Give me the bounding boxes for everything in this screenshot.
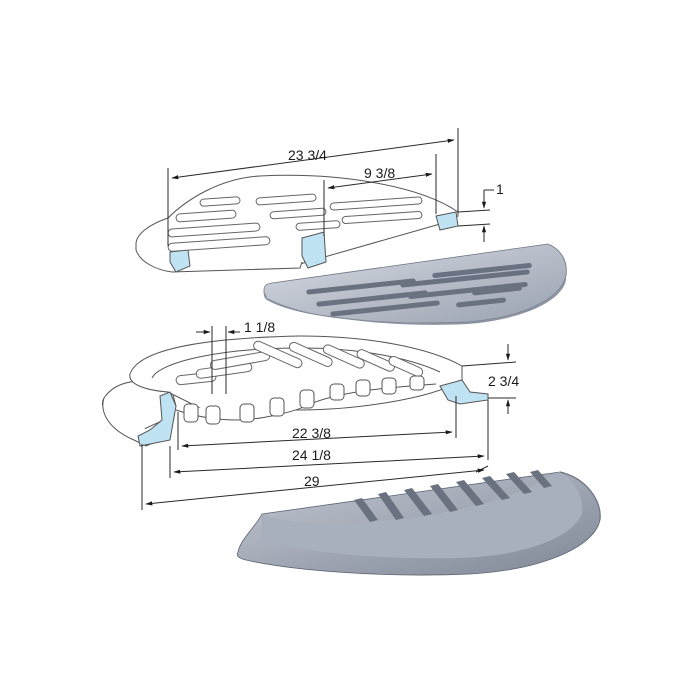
top-grate-section: [135, 174, 459, 273]
top-dim-thickness: 1: [457, 181, 504, 242]
lower-dim-outer: 29: [141, 444, 489, 510]
dim-lower-slot: 1 1/8: [244, 319, 275, 335]
lower-dim-inner: 22 3/8: [177, 396, 457, 450]
lower-dim-height: 2 3/4: [461, 344, 519, 414]
dim-top-overall: 23 3/4: [288, 147, 327, 163]
top-dim-partial: 9 3/8: [323, 154, 437, 236]
lower-section-cut-left: [137, 391, 177, 447]
dim-lower-outer: 29: [304, 473, 320, 489]
dim-lower-middle: 24 1/8: [292, 447, 331, 463]
top-dim-overall: 23 3/4: [167, 128, 459, 246]
lower-frame-rendered: [236, 470, 601, 576]
lower-frame-section: [102, 335, 489, 447]
dim-lower-inner: 22 3/8: [292, 425, 331, 441]
lower-section-cut-right: [439, 379, 489, 405]
top-section-cut-middle: [301, 231, 327, 269]
dim-top-thickness: 1: [496, 181, 504, 197]
lower-frame-slots: [175, 340, 424, 386]
dim-lower-height: 2 3/4: [488, 373, 519, 389]
top-grate-rendered: [263, 243, 567, 325]
top-grate-slots: [167, 193, 423, 252]
dim-top-partial: 9 3/8: [364, 165, 395, 181]
lower-dim-slot: 1 1/8: [196, 319, 275, 394]
